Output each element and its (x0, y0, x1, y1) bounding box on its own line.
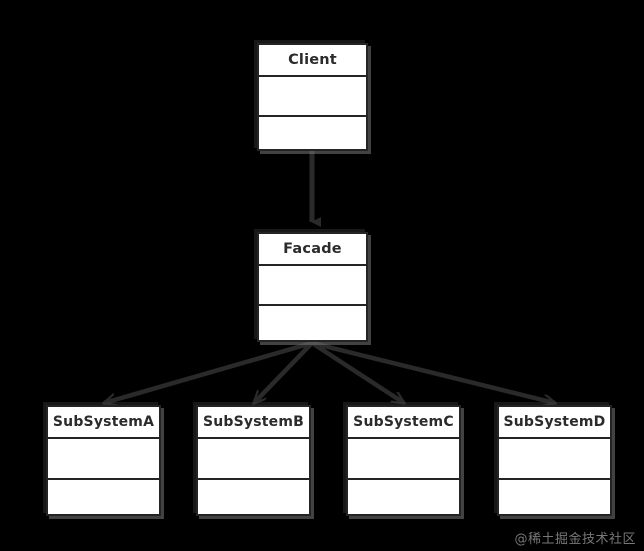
uml-class-subsystem-a-attributes-compartment (48, 439, 159, 480)
uml-class-facade-operations-compartment (259, 306, 366, 340)
uml-class-subsystem-a-operations-compartment (48, 480, 159, 514)
uml-class-subsystem-b-attributes-compartment (198, 439, 309, 480)
uml-class-subsystem-b[interactable]: SubSystemB (196, 405, 311, 516)
uml-class-subsystem-c-operations-compartment (348, 480, 459, 514)
uml-class-facade[interactable]: Facade (257, 232, 368, 342)
uml-class-subsystem-a-name: SubSystemA (52, 414, 155, 430)
uml-class-facade-title-compartment: Facade (259, 234, 366, 266)
uml-class-subsystem-b-operations-compartment (198, 480, 309, 514)
uml-class-client[interactable]: Client (257, 43, 368, 151)
uml-class-subsystem-d-title-compartment: SubSystemD (499, 407, 610, 439)
uml-class-facade-name: Facade (283, 240, 342, 257)
connector-facade-to-subsystem-b (254, 341, 314, 403)
uml-class-subsystem-d-attributes-compartment (499, 439, 610, 480)
connector-facade-to-subsystem-d (311, 340, 555, 403)
connector-facade-to-subsystem-c (310, 341, 404, 405)
uml-class-subsystem-d-name: SubSystemD (503, 414, 606, 430)
uml-class-subsystem-a[interactable]: SubSystemA (46, 405, 161, 516)
uml-class-subsystem-c[interactable]: SubSystemC (346, 405, 461, 516)
uml-class-subsystem-c-attributes-compartment (348, 439, 459, 480)
uml-class-subsystem-d[interactable]: SubSystemD (497, 405, 612, 516)
uml-class-client-name: Client (288, 51, 337, 68)
uml-class-facade-attributes-compartment (259, 266, 366, 306)
uml-class-subsystem-d-operations-compartment (499, 480, 610, 514)
uml-class-client-attributes-compartment (259, 77, 366, 117)
uml-class-subsystem-b-title-compartment: SubSystemB (198, 407, 309, 439)
connector-facade-to-subsystem-a (104, 340, 313, 403)
uml-class-subsystem-a-title-compartment: SubSystemA (48, 407, 159, 439)
uml-class-subsystem-b-name: SubSystemB (202, 414, 305, 430)
uml-class-client-operations-compartment (259, 117, 366, 149)
watermark-label: @稀土掘金技术社区 (514, 532, 636, 547)
uml-class-client-title-compartment: Client (259, 45, 366, 77)
uml-class-subsystem-c-title-compartment: SubSystemC (348, 407, 459, 439)
uml-class-subsystem-c-name: SubSystemC (353, 414, 454, 430)
